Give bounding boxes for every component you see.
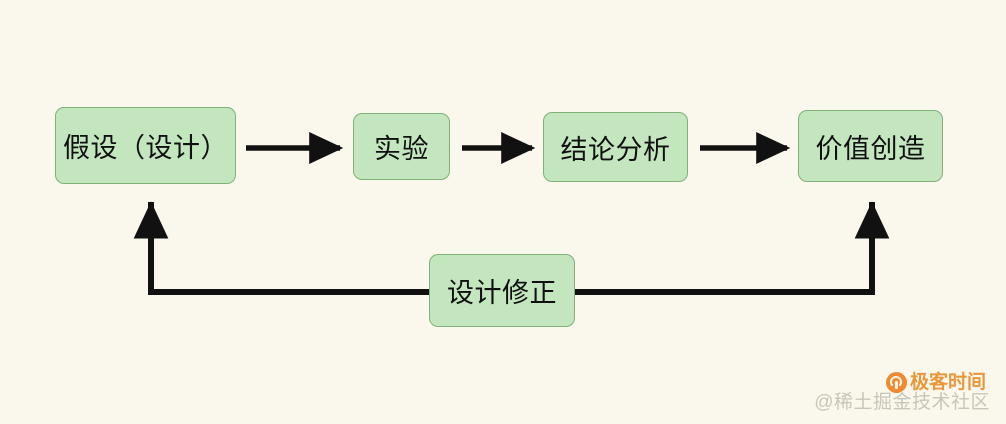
geektime-logo-icon <box>885 372 907 393</box>
edge-revision-hypothesis <box>133 201 432 295</box>
watermark-community-text: @稀土掘金技术社区 <box>814 392 990 413</box>
node-analysis[interactable]: 结论分析 <box>543 112 688 182</box>
watermark-brand-text: 极客时间 <box>909 372 986 393</box>
node-revision[interactable]: 设计修正 <box>429 254 575 327</box>
node-value[interactable]: 价值创造 <box>798 110 943 182</box>
edge-revision-value <box>572 201 890 295</box>
node-experiment[interactable]: 实验 <box>353 113 450 180</box>
node-hypothesis[interactable]: 假设（设计） <box>55 107 236 184</box>
watermark-brand: 极客时间 <box>885 372 986 393</box>
watermark: 极客时间 @稀土掘金技术社区 <box>802 370 992 416</box>
